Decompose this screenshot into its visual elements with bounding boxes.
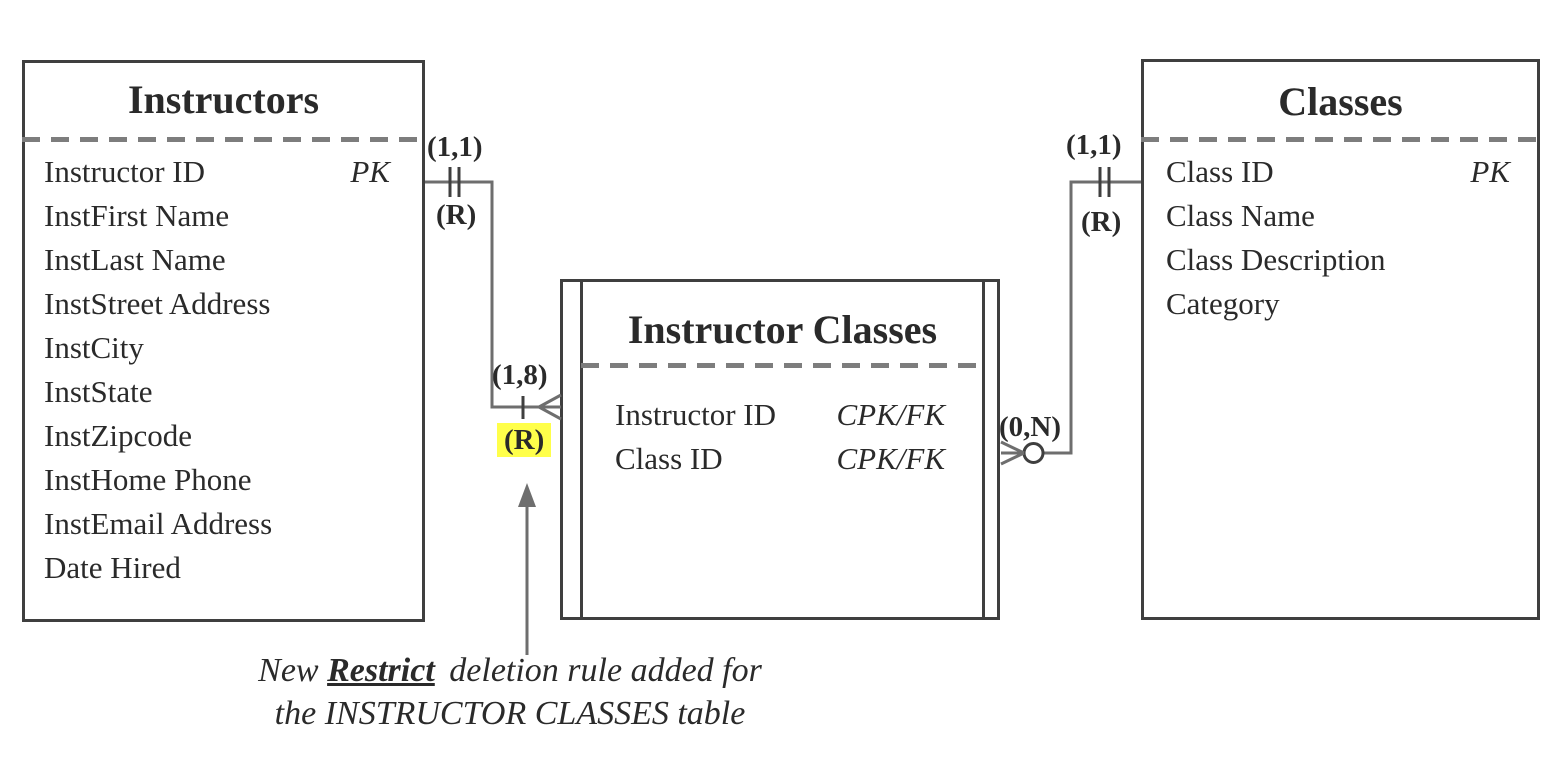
entity-instructor-classes-title: Instructor Classes [627,307,938,352]
field-row: InstHome Phone [25,458,422,502]
field-name: InstZipcode [44,418,193,453]
field-name: Class ID [615,441,723,476]
field-name: Category [1166,286,1280,321]
annotation-line1-emphasis: Restrict [327,652,435,689]
field-name: InstCity [44,330,144,365]
entity-instructors-title: Instructors [127,77,320,122]
field-row: Category [1144,282,1537,326]
entity-instructors-fields: Instructor ID PK InstFirst Name InstLast … [25,150,422,590]
double-border-right-line [982,282,985,617]
field-row: InstEmail Address [25,502,422,546]
rule-junction-left-highlighted: (R) [497,423,552,457]
entity-instructor-classes: Instructor Classes Instructor ID CPK/FK C… [560,279,1000,620]
field-row: InstFirst Name [25,194,422,238]
field-row: Instructor ID PK [25,150,422,194]
field-key: CPK/FK [836,441,945,476]
field-row: Class Description [1144,238,1537,282]
field-name: InstState [44,374,153,409]
cardinality-junction-right: (0,N) [999,411,1062,443]
one-mandatory-ticks-icon-classes [1098,167,1111,197]
cardinality-junction-left: (1,8) [492,359,548,391]
annotation-line1: New Restrict deletion rule added for [240,649,780,692]
field-name: Instructor ID [44,154,205,189]
double-border-left-line [580,282,583,617]
field-row: InstStreet Address [25,282,422,326]
annotation-arrow-head-icon [518,483,536,507]
field-row: Date Hired [25,546,422,590]
field-name: InstHome Phone [44,462,252,497]
rule-instructors-side: (R) [436,199,477,231]
field-row: Class ID PK [1144,150,1537,194]
field-name: InstEmail Address [44,506,273,541]
entity-instructor-classes-fields: Instructor ID CPK/FK Class ID CPK/FK [583,393,982,481]
field-name: InstFirst Name [44,198,230,233]
field-row: InstState [25,370,422,414]
cardinality-instructors-side: (1,1) [427,131,483,163]
entity-instructors: Instructors Instructor ID PK InstFirst Na… [22,60,425,622]
annotation-line1-prefix: New [258,652,319,689]
field-row: InstZipcode [25,414,422,458]
entity-classes-title: Classes [1278,79,1403,124]
annotation-line2: the INSTRUCTOR CLASSES table [274,695,746,732]
field-row: Instructor ID CPK/FK [583,393,982,437]
separator-dashed-instructors [22,137,425,142]
field-name: Instructor ID [615,397,776,432]
cardinality-classes-side: (1,1) [1066,129,1122,161]
field-row: Class ID CPK/FK [583,437,982,481]
optional-circle-icon-junction-right [1022,442,1045,464]
field-name: Class ID [1166,154,1274,189]
annotation-line1-suffix: deletion rule added for [449,652,762,689]
field-name: Date Hired [44,550,181,585]
annotation-caption: New Restrict deletion rule added for the… [240,649,780,735]
crow-foot-icon-junction-right [1000,440,1025,466]
field-name: Class Name [1166,198,1315,233]
rule-classes-side: (R) [1081,206,1122,238]
field-row: InstCity [25,326,422,370]
separator-dashed-instructor-classes [581,363,982,368]
one-mandatory-ticks-icon-instructors [448,167,461,197]
entity-classes: Classes Class ID PK Class Name Class Desc… [1141,59,1540,620]
field-row: Class Name [1144,194,1537,238]
field-key: CPK/FK [836,397,945,432]
connector-classes-to-junction [1043,180,1141,455]
crow-foot-icon-junction-left [538,393,562,421]
field-key: PK [1470,154,1510,189]
field-row: InstLast Name [25,238,422,282]
field-name: Class Description [1166,242,1386,277]
field-name: InstLast Name [44,242,226,277]
separator-dashed-classes [1141,137,1540,142]
field-key: PK [350,154,390,189]
field-name: InstStreet Address [44,286,271,321]
